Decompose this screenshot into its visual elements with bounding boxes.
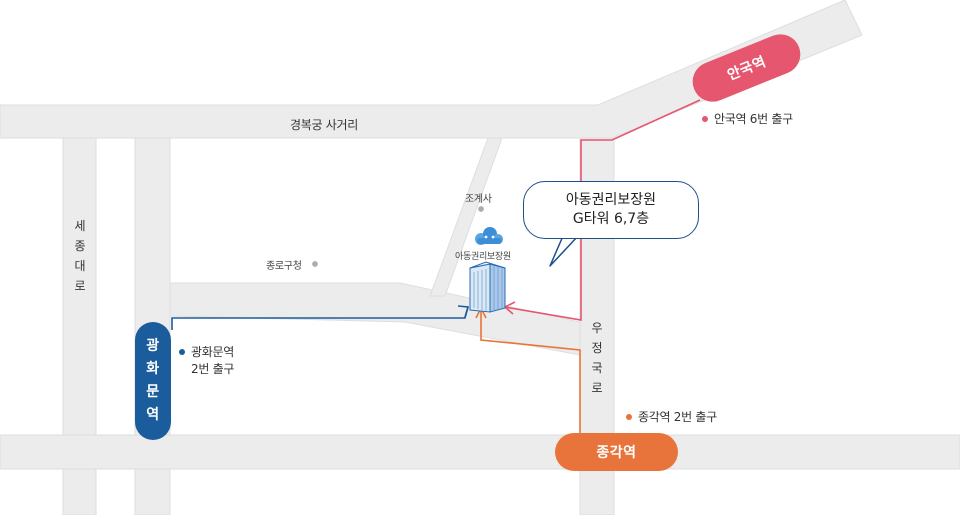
station-jonggak-badge: 종각역 xyxy=(555,433,678,471)
organization-logo-icon xyxy=(475,227,503,245)
label-sejong-daero: 세 종 대 로 xyxy=(74,219,86,293)
label-gyeongbokgung-intersection: 경복궁 사거리 xyxy=(290,118,358,132)
route-anguk xyxy=(504,99,701,321)
destination-callout: 아동권리보장원 G타워 6,7층 xyxy=(523,181,699,239)
station-jonggak-name: 종각역 xyxy=(596,445,637,461)
road-jogyesa-lane xyxy=(429,137,503,297)
callout-line2: G타워 6,7층 xyxy=(572,211,650,227)
label-jongno-gu-office: 종로구청 xyxy=(266,261,302,272)
route-jonggak xyxy=(480,310,581,435)
jogyesa-marker xyxy=(478,206,484,212)
exit-anguk: 안국역 6번 출구 xyxy=(702,110,793,127)
callout-line1: 아동권리보장원 xyxy=(565,192,657,208)
exit-jonggak-dot xyxy=(626,413,632,420)
arrowhead-gwanghwamun xyxy=(457,305,470,318)
exit-anguk-dot xyxy=(702,115,708,122)
road-jongno xyxy=(0,434,960,470)
building-icon xyxy=(469,261,506,313)
exit-anguk-text: 안국역 6번 출구 xyxy=(714,112,793,126)
exit-gwanghwamun: 광화문역 2번 출구 xyxy=(179,344,234,378)
station-gwanghwamun-badge: 광 화 문 역 xyxy=(135,322,171,440)
exit-gwanghwamun-dot xyxy=(179,349,185,355)
label-jogyesa: 조계사 xyxy=(465,194,492,205)
label-ujeongguk-ro: 우 정 국 로 xyxy=(591,321,603,395)
callout-tail xyxy=(549,235,579,267)
building-label: 아동권리보장원 xyxy=(455,252,511,262)
jongno-gu-office-marker xyxy=(312,261,318,267)
road-gyeongbokgung xyxy=(0,0,863,139)
exit-gwanghwamun-text: 광화문역 2번 출구 xyxy=(191,345,235,376)
station-gwanghwamun-name: 광 화 문 역 xyxy=(146,338,160,423)
exit-jonggak: 종각역 2번 출구 xyxy=(626,408,717,425)
exit-jonggak-text: 종각역 2번 출구 xyxy=(638,410,717,424)
station-anguk-name: 안국역 xyxy=(725,53,769,84)
